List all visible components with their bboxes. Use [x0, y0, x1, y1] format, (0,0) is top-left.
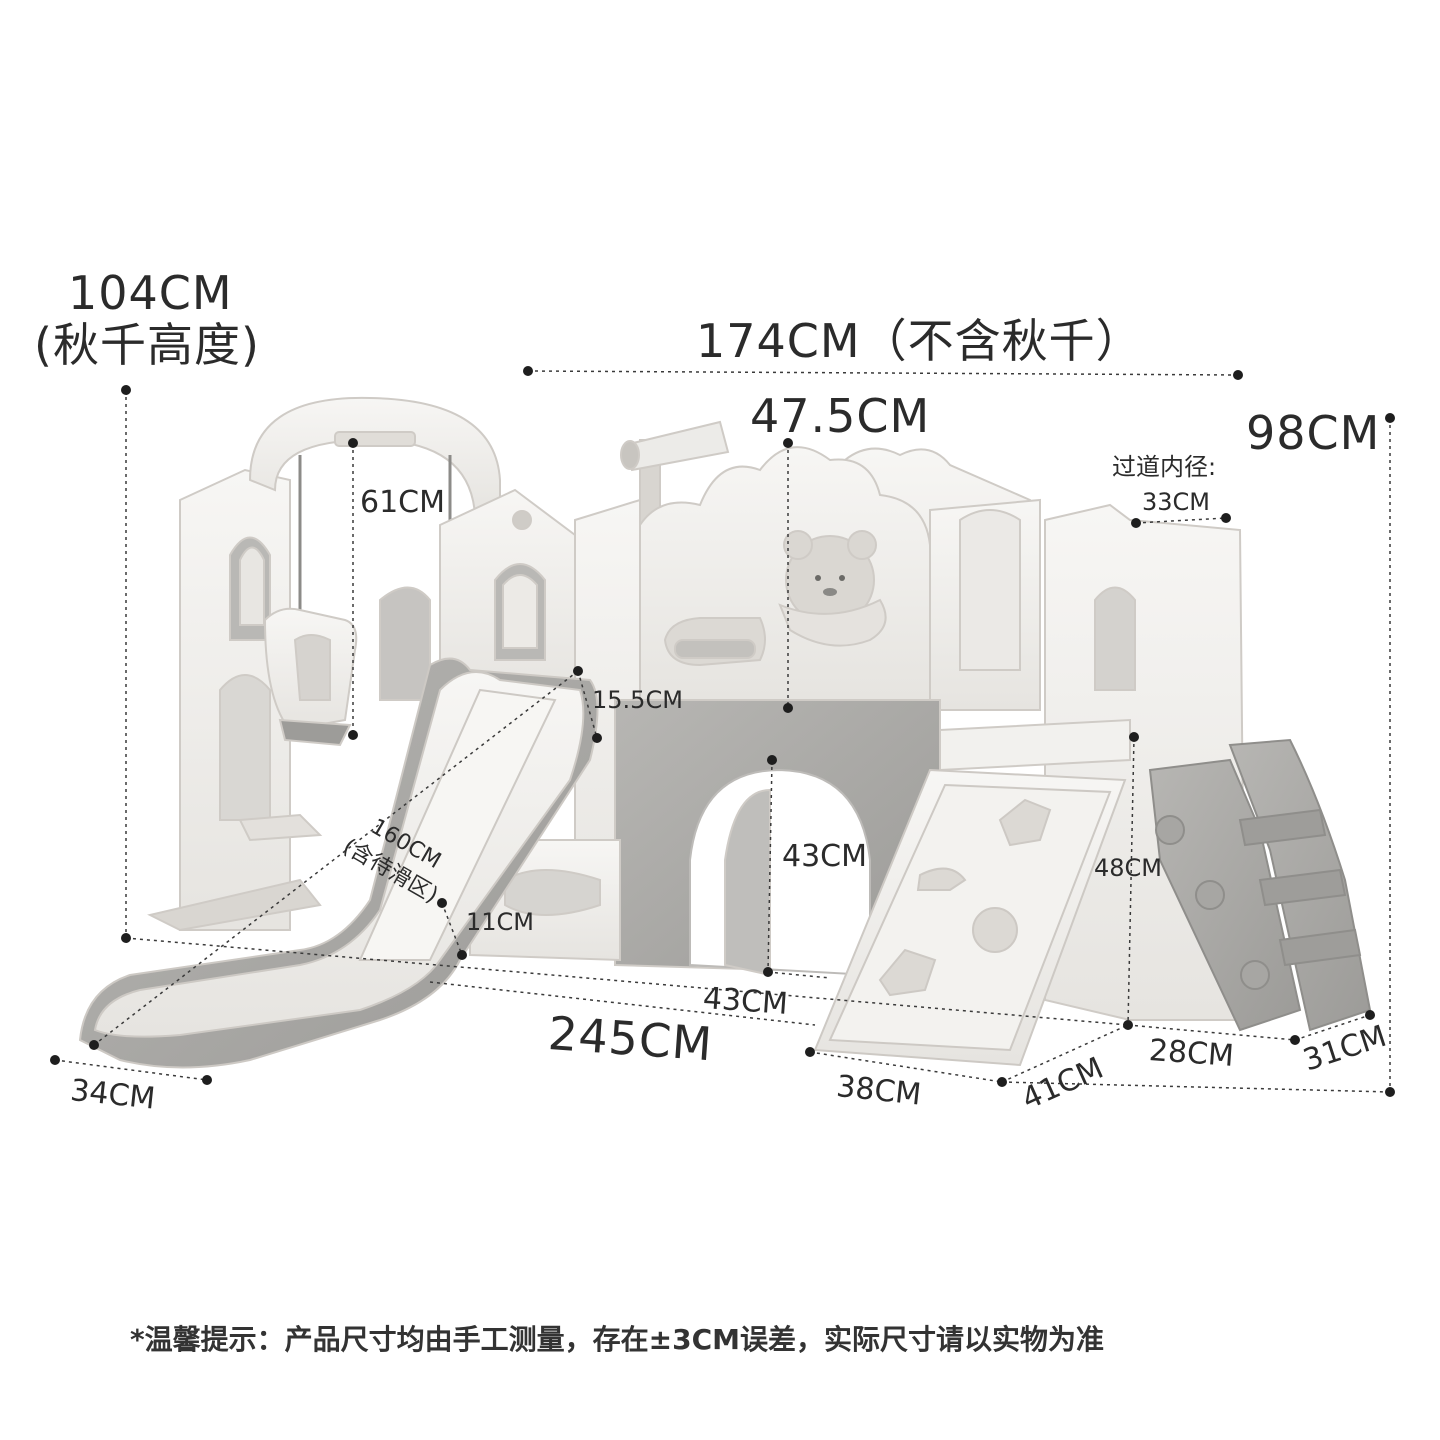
swing-height-value: 104CM	[68, 266, 233, 320]
slide	[78, 657, 599, 1069]
window-height-label: 47.5CM	[750, 389, 931, 443]
main-house	[469, 420, 1247, 1021]
swing-frame	[147, 396, 576, 932]
slide-edge-label: 11CM	[466, 908, 535, 936]
swing-height-note: (秋千高度)	[34, 318, 260, 372]
passage-value: 33CM	[1142, 488, 1211, 516]
disclaimer-note: *温馨提示：产品尺寸均由手工测量，存在±3CM误差，实际尺寸请以实物为准	[130, 1323, 1105, 1356]
total-height-label: 98CM	[1246, 406, 1381, 460]
width-no-swing-label: 174CM（不含秋千）	[696, 314, 1143, 368]
swing-opening-label: 61CM	[360, 485, 446, 520]
climber-width-label: 38CM	[834, 1069, 923, 1113]
stair-depth-label: 28CM	[1147, 1033, 1236, 1074]
climber-height-label: 48CM	[1094, 854, 1163, 882]
total-length-label: 245CM	[546, 1006, 715, 1072]
slide-width-label: 34CM	[68, 1073, 157, 1117]
climbing-ramp	[813, 768, 1127, 1067]
dimension-endpoints	[50, 366, 1395, 1097]
passage-label: 过道内径:	[1112, 453, 1217, 481]
dimension-lines	[54, 370, 1391, 1093]
tunnel-width-label: 43CM	[701, 981, 790, 1022]
tunnel-height-label: 43CM	[782, 839, 868, 874]
staircase	[1148, 738, 1372, 1032]
slide-platform-label: 15.5CM	[592, 686, 683, 714]
